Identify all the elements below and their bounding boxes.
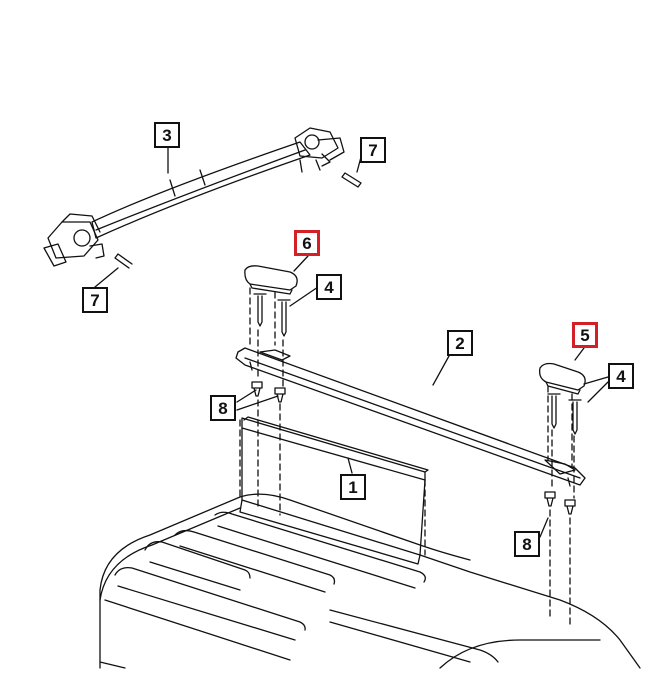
callout-6: 6	[294, 230, 320, 256]
callout-2: 2	[447, 330, 473, 356]
callout-4-right: 4	[608, 363, 634, 389]
callout-7-upper: 7	[360, 137, 386, 163]
part-8-fasteners	[251, 381, 576, 515]
part-3-crossbar	[43, 127, 345, 267]
part-2-side-rail	[235, 347, 586, 487]
callout-1: 1	[340, 474, 366, 500]
callout-7-lower: 7	[82, 287, 108, 313]
callout-8-right: 8	[514, 531, 540, 557]
callout-4-left: 4	[316, 274, 342, 300]
part-5-end-cap	[538, 362, 586, 395]
callout-5: 5	[572, 322, 598, 348]
part-4-screws	[253, 293, 582, 435]
part-6-end-cap	[244, 265, 298, 295]
leader-lines	[94, 145, 609, 538]
callout-3: 3	[154, 122, 180, 148]
callout-8-left: 8	[210, 395, 236, 421]
part-7-pins	[114, 172, 362, 269]
alignment-lines	[239, 287, 575, 626]
vehicle-roof-panel	[99, 493, 641, 669]
